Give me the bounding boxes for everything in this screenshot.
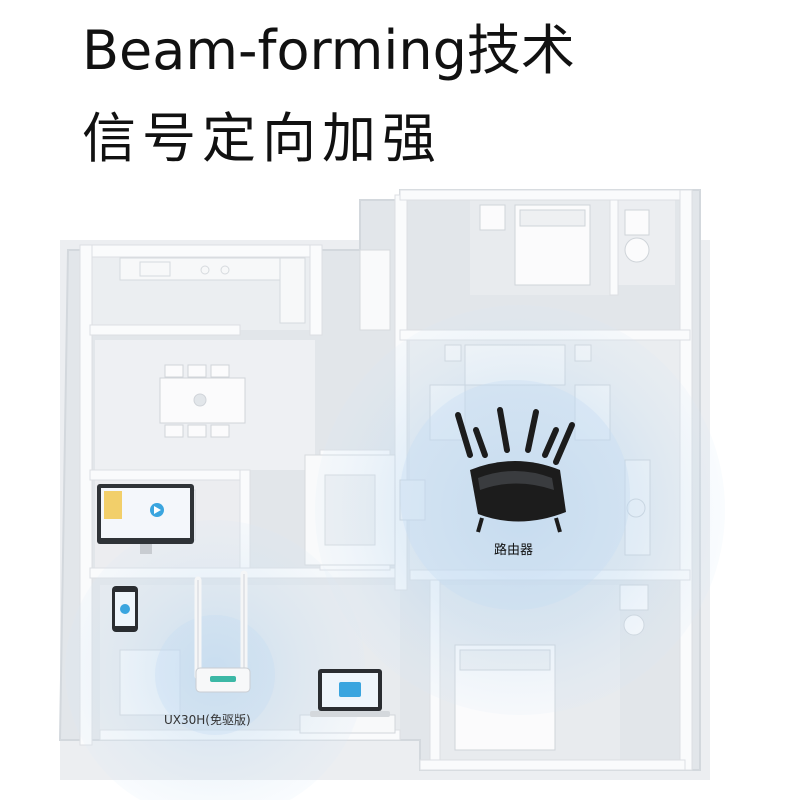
usb-wifi-adapter-icon [194,570,251,693]
dining-table [159,364,246,438]
adapter-label: UX30H(免驱版) [164,713,251,727]
smartphone-icon [112,586,138,632]
kitchen-counters [119,257,306,324]
headline-line-1: Beam-forming技术 [82,19,575,82]
router-label: 路由器 [494,543,534,558]
top-bedroom-bed [479,204,650,286]
wifi-router-icon [455,407,575,533]
headline-line-2: 信号定向加强 [82,107,442,170]
adapter-signal-outer [65,520,365,800]
monitor-icon [97,484,194,554]
laptop-icon [310,669,390,717]
